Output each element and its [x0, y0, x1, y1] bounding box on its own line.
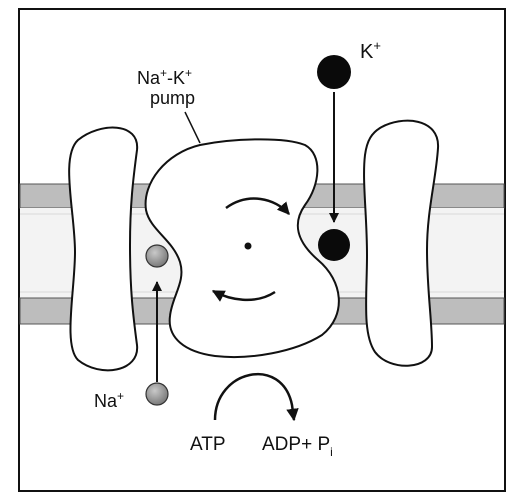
pump-center-dot — [245, 243, 252, 250]
pump-label-line2: pump — [150, 88, 195, 108]
right-channel-protein — [364, 121, 438, 366]
potassium-ion-bound — [318, 229, 350, 261]
sodium-ion-bound — [146, 245, 168, 267]
potassium-ion-outside — [317, 55, 351, 89]
left-channel-protein — [69, 128, 137, 371]
sodium-ion-inside — [146, 383, 168, 405]
atp-label: ATP — [190, 434, 226, 455]
